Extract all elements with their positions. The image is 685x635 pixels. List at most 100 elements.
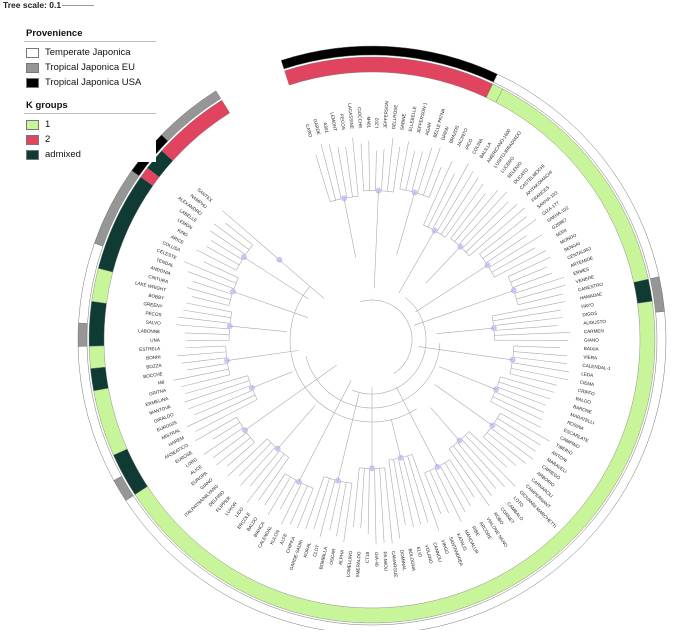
- legend-item-tropical-japonica-eu: Tropical Japonica EU: [24, 60, 156, 75]
- legend-item-temperate-japonica: Temperate Japonica: [24, 45, 156, 60]
- tree-branch: [396, 387, 437, 467]
- leaf-label: CARO: [305, 124, 314, 139]
- leaf-label: DELLROSE: [391, 104, 398, 129]
- tree-branch: [493, 397, 542, 420]
- tree-branch: [483, 437, 516, 466]
- tree-branch: [435, 385, 493, 426]
- tree-branch: [353, 468, 359, 527]
- leaf-label: BAIXIA: [584, 346, 600, 352]
- tree-branch: [178, 317, 230, 323]
- tree-branch: [514, 346, 560, 348]
- tree-branch: [513, 273, 552, 288]
- tree-branch: [239, 443, 271, 476]
- leaf-label: SALVO: [146, 320, 162, 326]
- leaf-label: SABINE: [399, 113, 406, 130]
- tree-branch: [173, 369, 228, 380]
- tree-branch: [453, 446, 491, 496]
- leaf-label: RIBE: [471, 525, 481, 537]
- tree-branch: [185, 333, 229, 335]
- leaf-label: LEDA: [581, 371, 595, 378]
- tree-branch: [492, 302, 565, 317]
- tree-branch: [487, 433, 526, 464]
- tree-branch: [204, 262, 239, 278]
- leaf-label: CARMEN: [584, 328, 604, 334]
- tree-branch: [193, 281, 232, 294]
- tree-branch: [394, 459, 406, 524]
- leaf-label: JEFFERSON: [383, 101, 390, 129]
- k1-swatch: [26, 120, 39, 130]
- leaf-label: GIANO: [584, 338, 599, 343]
- tree-branch: [431, 408, 460, 441]
- tree-branch: [512, 363, 569, 372]
- tree-branch: [279, 260, 324, 299]
- tree-branch: [187, 288, 230, 300]
- tree-branch: [227, 442, 254, 466]
- tree-scale-label: Tree scale: 0.1: [3, 0, 61, 10]
- tree-branch: [510, 374, 557, 385]
- tree-branch: [513, 357, 567, 364]
- tree-branch: [290, 486, 307, 525]
- tree-branch: [445, 463, 471, 506]
- leaf-label: ERMES: [573, 266, 590, 276]
- tree-branch: [346, 147, 353, 197]
- k-group-ring-segment: [90, 367, 108, 391]
- tree-branch: [344, 483, 352, 542]
- tree-branch: [194, 390, 253, 415]
- leaf-label: M8: [157, 379, 165, 385]
- tree-branch: [265, 474, 285, 505]
- tree-branch: [376, 151, 377, 191]
- tree-branch: [258, 457, 288, 500]
- leaf-label: CLOT: [312, 544, 320, 557]
- tree-branch: [185, 346, 225, 348]
- tree-branch: [486, 236, 527, 263]
- tree-branch: [385, 468, 393, 543]
- tree-branch: [230, 326, 287, 332]
- leaf-label: PA-MIOLI: [382, 551, 388, 571]
- tree-branch: [361, 144, 364, 191]
- legend-label: 2: [45, 134, 50, 145]
- tree-branch: [457, 442, 495, 488]
- tree-branch: [321, 144, 336, 200]
- leaf-label: BOLOGNA: [408, 548, 417, 572]
- leaf-label: VOLANO: [424, 544, 434, 564]
- leaf-label: AUGUSTO: [583, 319, 606, 326]
- tree-branch: [426, 247, 460, 283]
- tree-branch: [459, 192, 507, 245]
- tree-branch: [375, 468, 377, 544]
- tree-branch: [250, 451, 279, 486]
- legend-item-admixed: admixed: [24, 147, 156, 162]
- tree-branch: [515, 277, 565, 293]
- tree-branch: [299, 380, 351, 481]
- tree-branch: [241, 447, 276, 486]
- tree-branch: [494, 332, 570, 335]
- tree-branch: [494, 326, 557, 331]
- tree-branch: [360, 300, 412, 374]
- tree-branch: [344, 198, 356, 257]
- tropical-japonica-eu-swatch: [26, 63, 39, 73]
- tree-branch: [418, 148, 432, 194]
- leaf-label: LEMONT: [330, 112, 338, 132]
- leaf-label: A301: [322, 122, 329, 134]
- leaf-label: GIA-40: [374, 552, 379, 567]
- provenience-ring-segment: [78, 323, 87, 346]
- leaf-label: SMERALDO: [355, 551, 362, 577]
- tree-branch: [513, 352, 567, 356]
- tree-branch: [500, 377, 554, 393]
- leaf-label: CT18: [365, 551, 370, 563]
- tree-branch: [290, 286, 417, 422]
- legend: Provenience Temperate Japonica Tropical …: [24, 27, 156, 162]
- tree-branch: [461, 439, 504, 487]
- tree-branch: [204, 428, 243, 455]
- leaf-label: CRIFFO: [577, 388, 595, 397]
- tree-branch: [195, 400, 257, 432]
- tree-branch: [423, 148, 440, 195]
- tree-branch: [244, 257, 308, 299]
- tree-branch: [176, 325, 230, 329]
- tree-branch: [462, 202, 508, 249]
- leaf-label: CALENDAL-1: [582, 363, 611, 371]
- leaf-label: ALPHA: [338, 549, 345, 566]
- legend-label: Temperate Japonica: [45, 47, 131, 58]
- leaf-label: VIERA: [583, 354, 598, 360]
- leaf-label: DIGOS: [582, 311, 597, 318]
- tree-branch: [432, 163, 468, 229]
